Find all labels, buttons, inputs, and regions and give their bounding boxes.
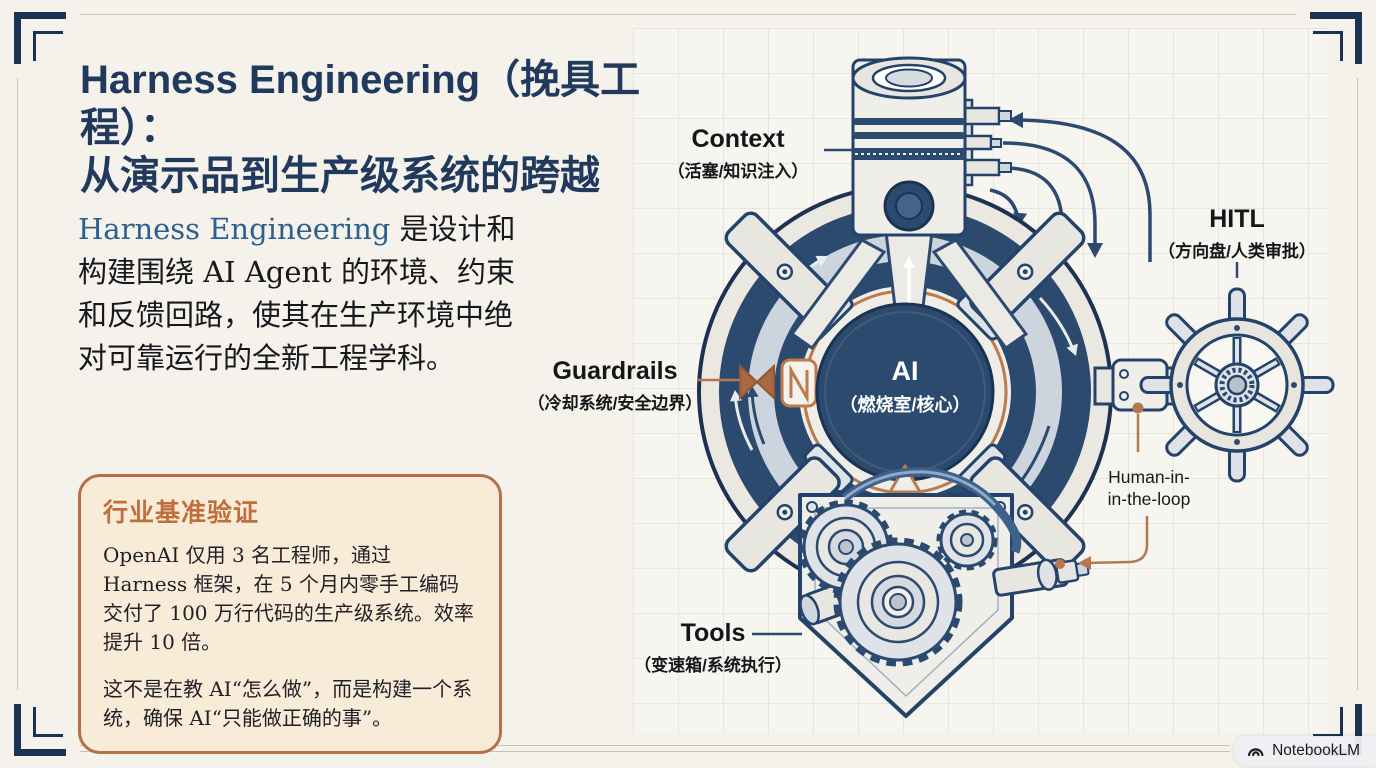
callout-paragraph-2: 这不是在教 AI“怎么做”，而是构建一个系统，确保 AI“只能做正确的事”。 bbox=[103, 677, 473, 730]
label-guardrails-en: Guardrails bbox=[552, 357, 678, 385]
frame-line-left bbox=[17, 78, 18, 690]
label-hitl-en: HITL bbox=[1209, 205, 1265, 233]
label-human-in-the-loop: Human-in- in-the-loop bbox=[1085, 466, 1213, 511]
corner-bracket-bottom-left bbox=[14, 704, 66, 756]
frame-line-right bbox=[1357, 78, 1358, 690]
notebooklm-badge-label: NotebookLM bbox=[1272, 742, 1360, 759]
callout-paragraph-1: OpenAI 仅用 3 名工程师，通过 Harness 框架，在 5 个月内零手… bbox=[103, 543, 474, 654]
label-context: Context （活塞/知识注入） bbox=[648, 125, 828, 182]
bracket-inner bbox=[1313, 707, 1343, 737]
intro-highlight: Harness Engineering bbox=[78, 212, 391, 246]
bracket-inner bbox=[33, 31, 63, 61]
title-line-2: 从演示品到生产级系统的跨越 bbox=[80, 154, 600, 198]
corner-bracket-top-left bbox=[14, 12, 66, 64]
frame-line-top bbox=[80, 14, 1296, 15]
label-ai-zh: （燃烧室/核心） bbox=[839, 394, 971, 415]
human-loop-line-2: in-the-loop bbox=[1107, 489, 1191, 510]
label-hitl: HITL （方向盘/人类审批） bbox=[1127, 205, 1347, 262]
label-tools-zh: （变速箱/系统执行） bbox=[634, 655, 792, 675]
label-context-en: Context bbox=[691, 125, 785, 153]
intro-body: 是设计和构建围绕 AI Agent 的环境、约束和反馈回路，使其在生产环境中绝对… bbox=[78, 212, 516, 375]
label-guardrails: Guardrails （冷却系统/安全边界） bbox=[515, 357, 715, 414]
bracket-inner bbox=[1313, 31, 1343, 61]
callout-heading: 行业基准验证 bbox=[103, 499, 260, 527]
bracket-outer bbox=[14, 12, 66, 64]
frame-line-bottom-2 bbox=[80, 751, 1230, 752]
notebooklm-badge[interactable]: NotebookLM bbox=[1234, 736, 1376, 766]
label-tools: Tools （变速箱/系统执行） bbox=[613, 619, 813, 676]
label-ai-en: AI bbox=[891, 356, 919, 386]
frame-line-bottom-1 bbox=[80, 745, 1230, 746]
intro-paragraph: Harness Engineering 是设计和构建围绕 AI Agent 的环… bbox=[78, 208, 534, 380]
human-loop-line-1: Human-in- bbox=[1108, 467, 1190, 487]
label-ai-core: AI （燃烧室/核心） bbox=[800, 356, 1010, 417]
label-context-zh: （活塞/知识注入） bbox=[667, 161, 809, 181]
notebooklm-logo-icon bbox=[1248, 748, 1264, 757]
corner-bracket-top-right bbox=[1310, 12, 1362, 64]
benchmark-callout-card: 行业基准验证 OpenAI 仅用 3 名工程师，通过 Harness 框架，在 … bbox=[78, 474, 502, 754]
label-guardrails-zh: （冷却系统/安全边界） bbox=[527, 393, 703, 413]
label-hitl-zh: （方向盘/人类审批） bbox=[1158, 241, 1316, 261]
title-line-1: Harness Engineering（挽具工程）： bbox=[80, 58, 641, 150]
page-title: Harness Engineering（挽具工程）： 从演示品到生产级系统的跨越 bbox=[80, 56, 720, 200]
bracket-inner bbox=[33, 707, 63, 737]
label-tools-en: Tools bbox=[680, 619, 746, 647]
